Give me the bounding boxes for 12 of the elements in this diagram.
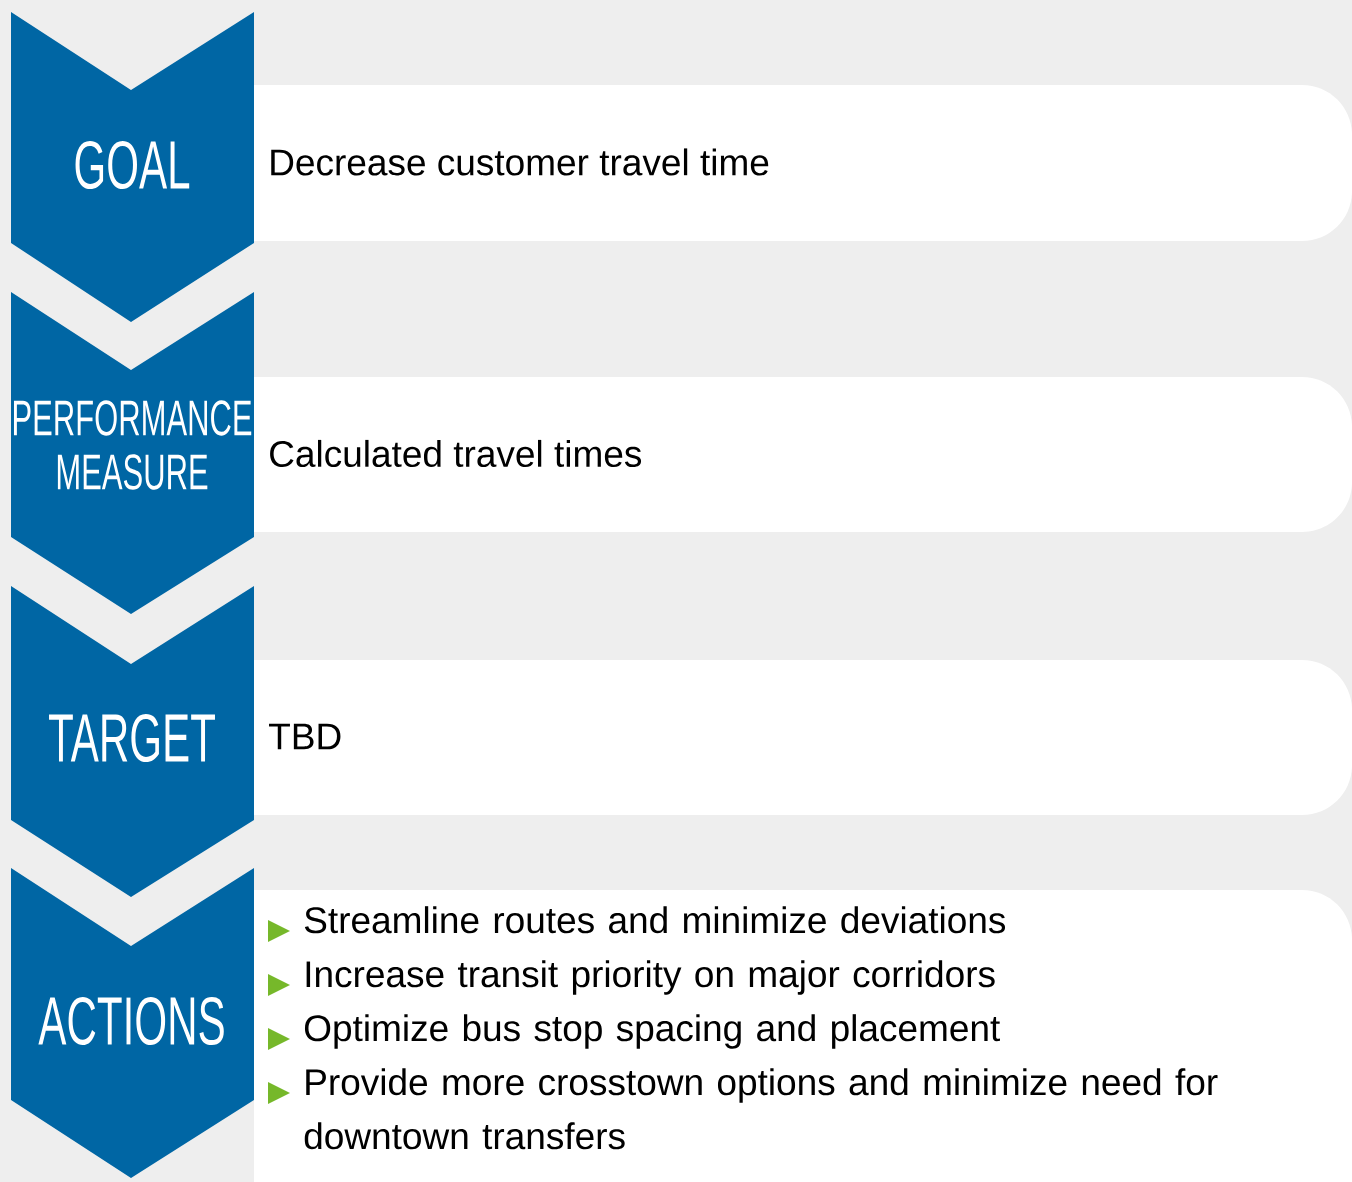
bullet-text: Increase transit priority on major corridors <box>306 960 995 995</box>
heading-banner: ACTIONS <box>11 868 254 1178</box>
text-box: TBD <box>254 660 1352 815</box>
heading-banner: PERFORMANCE MEASURE <box>11 292 254 614</box>
text-box: Calculated travel times <box>254 377 1352 532</box>
heading-banner: GOAL <box>11 12 254 322</box>
bullet-text: Optimize bus stop spacing and placement <box>304 1014 1000 1049</box>
bullet-text: Streamline routes and minimize deviations <box>304 906 1006 934</box>
heading-banner: TARGET <box>11 586 254 897</box>
text-box: Decrease customer travel time <box>254 85 1352 241</box>
bullet-text: Provide more crosstown options and minimize need for downtown transfers <box>304 1068 1218 1150</box>
text-box <box>254 890 1352 1182</box>
